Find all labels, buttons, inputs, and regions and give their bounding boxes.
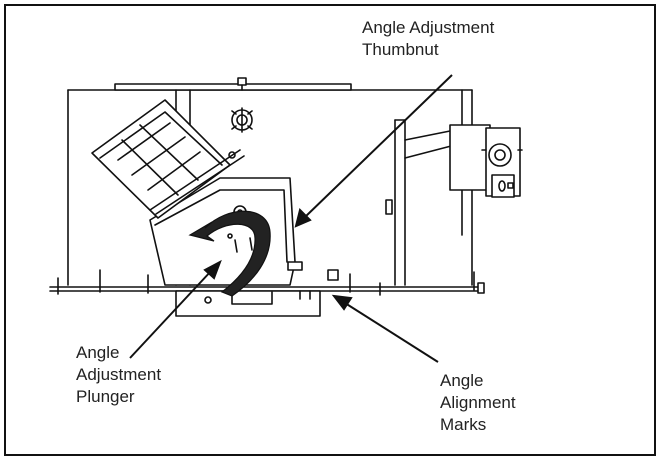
diagram-frame (4, 4, 656, 456)
tilted-tray (91, 99, 245, 219)
callout-line: Thumbnut (362, 40, 439, 59)
plunger-arrowhead-icon (203, 259, 222, 280)
callout-line: Adjustment (76, 365, 162, 384)
top-knob (237, 77, 247, 91)
rotation-arrow-icon (188, 210, 271, 297)
thumbnut-arrowhead-icon (294, 208, 312, 228)
alignment-marks (175, 290, 321, 317)
callout-angle-adjustment-plunger: Angle Adjustment Plunger (76, 342, 161, 408)
marks-leader-line (344, 302, 439, 363)
callout-line: Alignment (440, 393, 516, 412)
callout-line: Marks (440, 415, 487, 434)
callout-line: Angle (76, 343, 120, 362)
thumbnut-leader-line (303, 74, 453, 219)
callout-line: Angle Adjustment (362, 18, 495, 37)
callout-line: Angle (440, 371, 484, 390)
motor-assembly (404, 124, 523, 198)
callout-angle-adjustment-thumbnut: Angle Adjustment Thumbnut (362, 17, 494, 61)
marks-arrowhead-icon (331, 294, 353, 311)
callout-angle-alignment-marks: Angle Alignment Marks (440, 370, 516, 436)
plunger-leader-line (129, 269, 213, 359)
thumbnut-icon (231, 107, 253, 133)
callout-line: Plunger (76, 387, 135, 406)
